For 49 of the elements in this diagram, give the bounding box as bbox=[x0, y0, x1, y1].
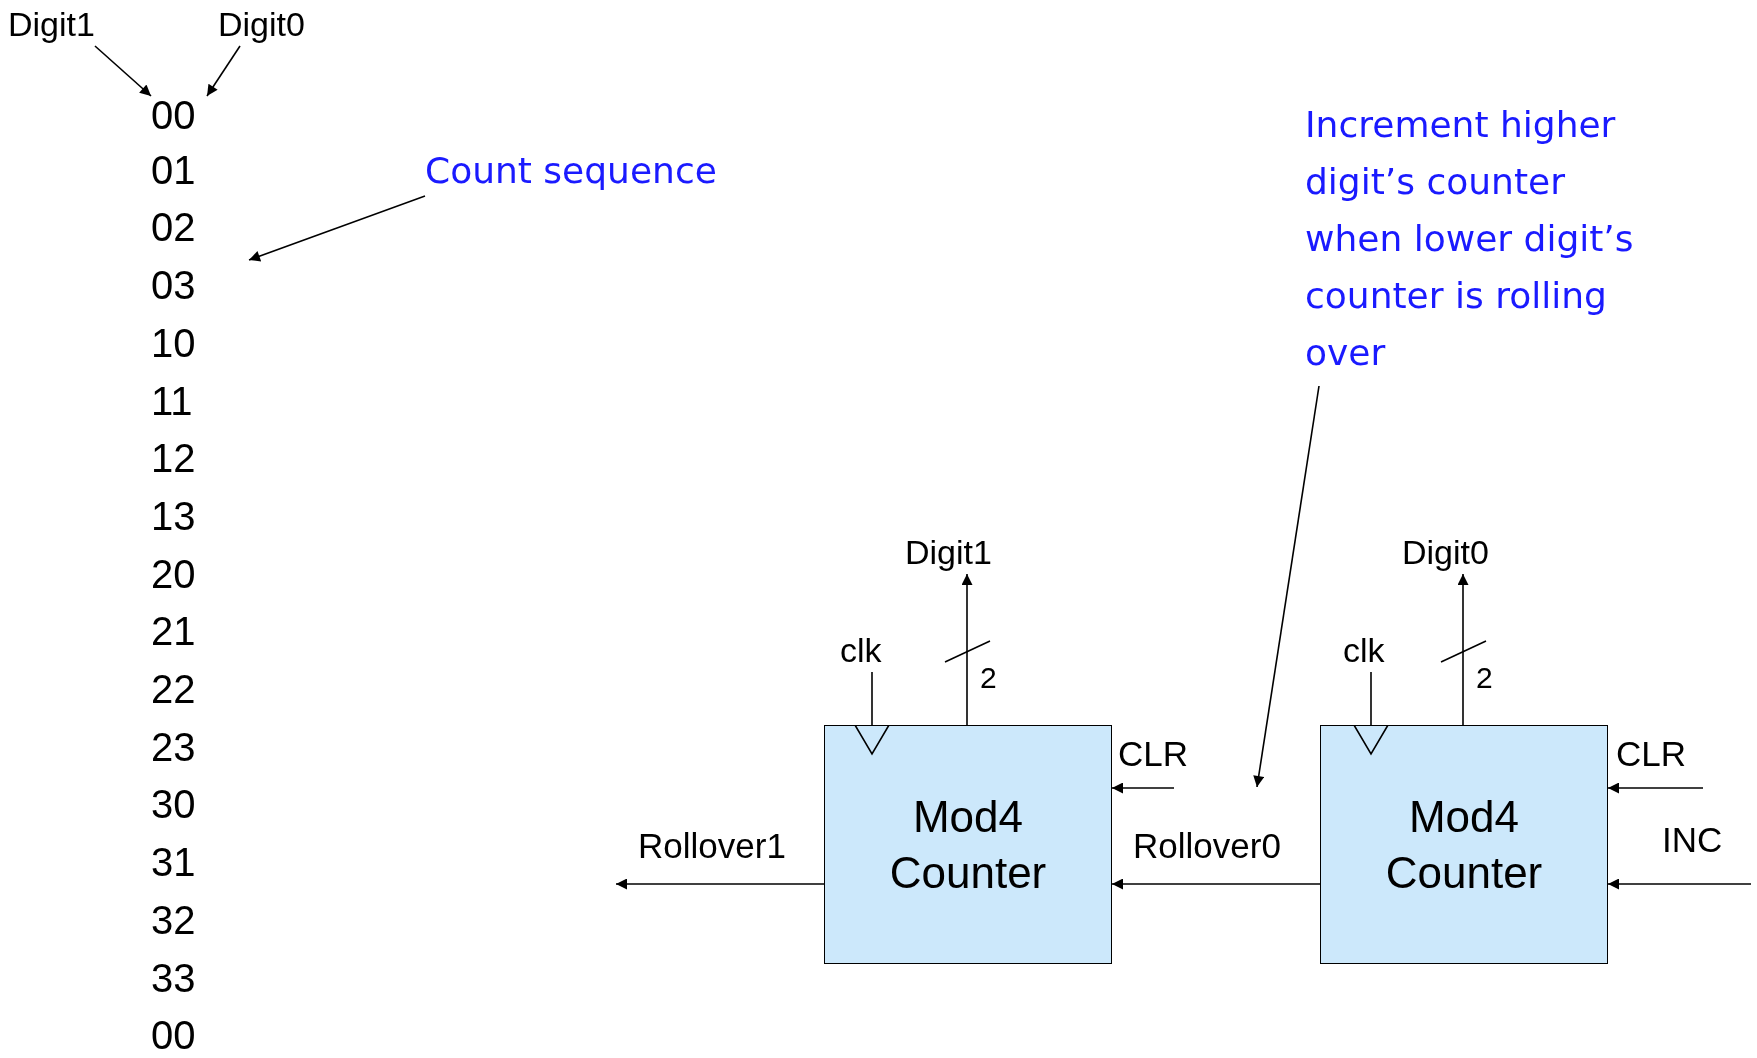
count-value: 00 bbox=[151, 92, 207, 138]
signal-label: 2 bbox=[1476, 660, 1493, 696]
count-value: 33 bbox=[151, 957, 196, 998]
count-value: 13 bbox=[151, 495, 196, 536]
arrow bbox=[615, 878, 825, 890]
signal-label: clk bbox=[1343, 630, 1401, 672]
signal-label: Rollover0 bbox=[1133, 826, 1281, 866]
arrow bbox=[1111, 878, 1321, 890]
count-value: 03 bbox=[151, 265, 196, 306]
signal-label: Rollover1 bbox=[638, 826, 786, 866]
count-value: 30 bbox=[151, 784, 196, 825]
arrow bbox=[248, 195, 426, 262]
block-title: Mod4 Counter bbox=[1384, 790, 1544, 899]
count-value: 02 bbox=[151, 207, 196, 248]
signal-label: CLR bbox=[1118, 734, 1189, 774]
signal-label: CLR bbox=[1616, 734, 1687, 774]
count-value: 21 bbox=[151, 611, 196, 652]
count-value: 20 bbox=[151, 553, 196, 594]
arrow bbox=[1607, 878, 1752, 890]
signal-label: clk bbox=[840, 630, 898, 672]
arrow bbox=[961, 573, 973, 726]
count-value: 12 bbox=[151, 438, 196, 479]
arrow bbox=[1607, 782, 1704, 794]
count-value: 23 bbox=[151, 726, 196, 767]
count-value: 31 bbox=[151, 842, 196, 883]
arrow bbox=[1353, 671, 1389, 755]
signal-label: 2 bbox=[980, 660, 997, 696]
arrow bbox=[1457, 573, 1469, 726]
counter-block bbox=[824, 725, 1112, 964]
count-value: 01 bbox=[151, 149, 196, 190]
signal-label: Digit0 bbox=[1402, 532, 1512, 574]
arrow bbox=[854, 671, 890, 755]
signal-label: Digit0 bbox=[218, 4, 330, 46]
count-value: 11 bbox=[151, 380, 193, 421]
count-value: 22 bbox=[151, 669, 196, 709]
signal-label: INC bbox=[1662, 820, 1723, 860]
arrow bbox=[94, 45, 152, 97]
signal-label: Digit1 bbox=[905, 532, 1015, 574]
annotation-note: Count sequence bbox=[425, 142, 775, 198]
arrow bbox=[1253, 385, 1320, 788]
counter-block bbox=[1320, 725, 1608, 964]
annotation-note: Increment higher digit’s counter when lower digit’s counter is rolling over bbox=[1305, 96, 1655, 386]
signal-label: Digit1 bbox=[8, 4, 120, 46]
count-value: 10 bbox=[151, 322, 196, 363]
count-value: 00 bbox=[151, 1015, 196, 1056]
arrow bbox=[206, 45, 241, 97]
arrow bbox=[1111, 782, 1175, 794]
block-title: Mod4 Counter bbox=[888, 790, 1048, 899]
count-value: 32 bbox=[151, 899, 196, 940]
